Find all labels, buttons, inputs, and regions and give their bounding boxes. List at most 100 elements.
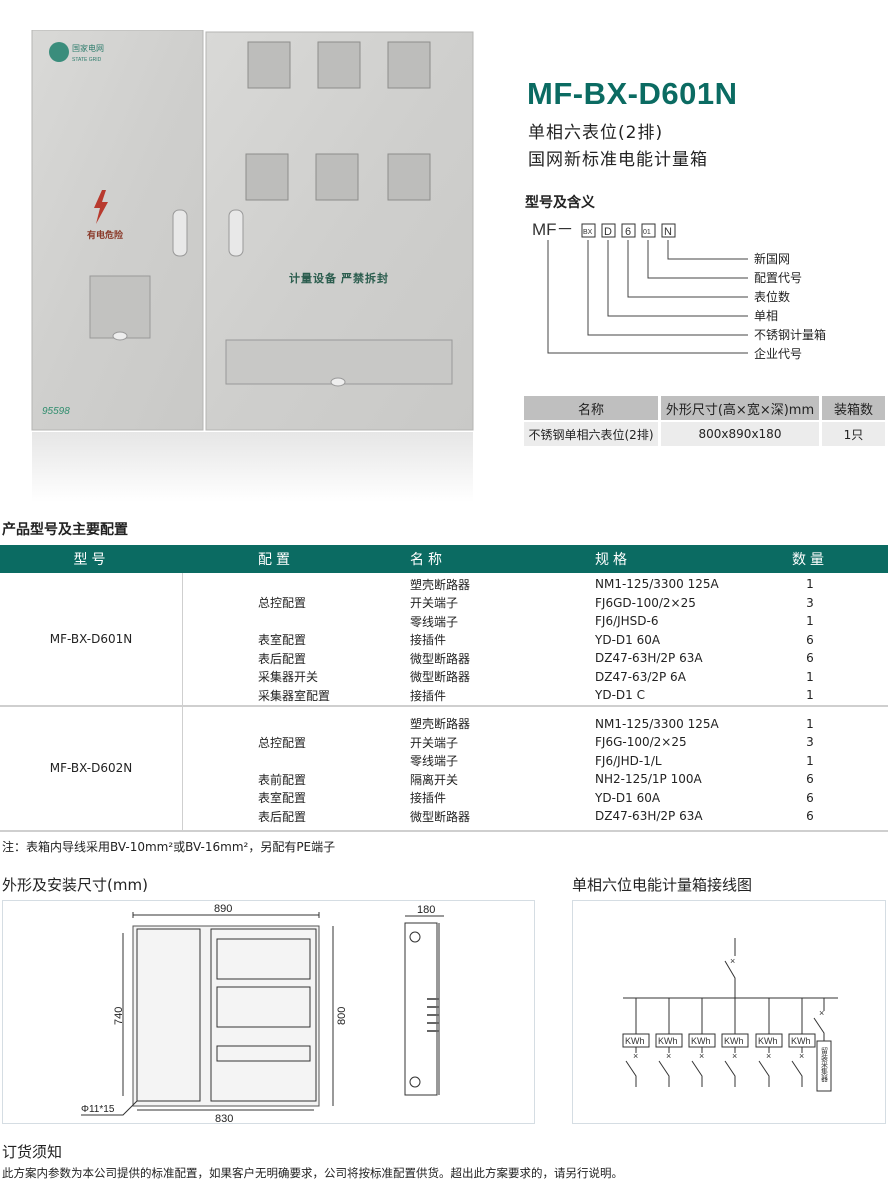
config-note: 注：表箱内导线采用BV-10mm²或BV-16mm²，另配有PE端子 [2,840,336,854]
meter-label: KWh [791,1036,811,1046]
cell-qty: 1 [806,614,814,629]
meter-branch: × KWh [622,998,650,1087]
cell-qty: 3 [806,735,814,750]
cell-name: 微型断路器 [410,809,471,824]
cell-spec: YD-D1 60A [595,632,661,647]
depth-dimension: 180 [417,904,435,916]
width-dimension: 890 [214,903,232,915]
spec-header: 名称 [524,396,658,420]
meter-label: KWh [691,1036,711,1046]
svg-text:×: × [699,1051,704,1061]
cell-qty: 6 [806,632,814,647]
code-meaning: 新国网 [754,251,790,266]
config-heading: 产品型号及主要配置 [2,522,128,538]
cell-config: 表后配置 [258,651,307,666]
svg-text:×: × [819,1008,824,1018]
product-subtitle: 单相六表位(2排) [528,123,664,143]
code-meaning: 配置代号 [754,271,802,285]
spec-cell: 1只 [822,422,885,446]
header-config: 配置 [258,552,294,568]
height-dimension: 800 [336,1007,348,1025]
svg-text:95598: 95598 [42,406,70,417]
cell-config: 总控配置 [258,735,307,750]
cell-spec: FJ6/JHD-1/L [595,753,662,768]
order-heading: 订货须知 [2,1143,63,1161]
svg-text:×: × [732,1051,737,1061]
dimensions-heading: 外形及安装尺寸(mm) [2,876,148,894]
svg-text:×: × [633,1051,638,1061]
wiring-heading: 单相六位电能计量箱接线图 [572,876,753,894]
spec-cell: 不锈钢单相六表位(2排) [524,422,658,446]
model-cell: MF-BX-D601N [0,573,183,705]
cell-qty: 6 [806,790,814,805]
table-row: 零线端子 FJ6/JHD-1/L 1 [0,752,888,771]
cell-spec: DZ47-63H/2P 63A [595,651,703,666]
cell-spec: NM1-125/3300 125A [595,577,719,592]
lock-handle [228,209,244,257]
meter-branch: ×KWh [655,998,683,1087]
cell-spec: DZ47-63/2P 6A [595,669,686,684]
cell-spec: FJ6G-100/2×25 [595,735,687,750]
cell-qty: 6 [806,651,814,666]
cell-name: 零线端子 [410,614,459,629]
cell-qty: 1 [806,577,814,592]
config-table-header: 型号 配置 名称 规格 数量 [0,545,888,573]
cell-name: 微型断路器 [410,670,471,685]
code-box: BX [583,229,593,236]
code-meaning: 企业代号 [754,346,802,361]
cell-name: 接插件 [410,688,447,703]
svg-text:×: × [799,1051,804,1061]
cell-spec: DZ47-63H/2P 63A [595,809,703,824]
code-box: D [604,226,612,238]
cell-qty: 1 [806,669,814,684]
svg-text:计量设备 严禁拆封: 计量设备 严禁拆封 [289,271,389,285]
cell-spec: FJ6/JHSD-6 [595,614,659,629]
product-photo: 国家电网 STATE GRID 有电危险 计量设备 严禁拆封 95598 [31,30,474,502]
cell-name: 接插件 [410,633,447,648]
cell-config: 采集器开关 [258,670,319,685]
product-model-title: MF-BX-D601N [527,76,738,111]
meter-label: KWh [724,1036,744,1046]
meter-label: KWh [625,1036,645,1046]
lock-handle [172,209,188,257]
svg-text:×: × [730,956,735,966]
svg-text:STATE GRID: STATE GRID [72,57,102,63]
meter-branch: × KWh [688,998,716,1087]
cell-config: 表后配置 [258,809,307,824]
code-meaning: 表位数 [754,289,790,304]
cell-name: 开关端子 [410,596,459,611]
svg-text:×: × [666,1051,671,1061]
cell-qty: 1 [806,716,814,731]
meter-branch: ×KWh [755,998,783,1087]
cell-qty: 1 [806,753,814,768]
cell-qty: 6 [806,772,814,787]
meter-branch: × KWh [788,998,816,1087]
spec-header: 装箱数 [822,396,885,420]
cell-name: 塑壳断路器 [410,717,471,732]
meter-windows [245,41,431,201]
model-code-diagram: MF－ BX D 6 01 N 新国网 配置代号 表位数 单相 不锈钢计量箱 企… [532,220,826,361]
code-meaning: 不锈钢计量箱 [754,327,826,342]
mount-width-dimension: 830 [215,1113,233,1125]
cell-spec: NH2-125/1P 100A [595,772,702,787]
dimensions-drawing: 890 740 800 830 Φ11*15 180 [2,900,535,1125]
model-prefix: MF－ [532,220,574,239]
cell-qty: 3 [806,595,814,610]
meter-branch: × KWh [721,998,749,1087]
spec-cell: 800x890x180 [661,422,819,446]
cell-spec: YD-D1 60A [595,790,661,805]
table-row: 采集器开关 微型断路器 DZ47-63/2P 6A 1 [0,668,888,687]
wiring-diagram: × × 留装采集器 ×KWh×KWh×KWh×KWh×KWh×KWh [572,900,886,1124]
spec-table: 名称 外形尺寸(高×宽×深)mm 装箱数 不锈钢单相六表位(2排) 800x89… [524,396,885,448]
cell-name: 零线端子 [410,754,459,769]
